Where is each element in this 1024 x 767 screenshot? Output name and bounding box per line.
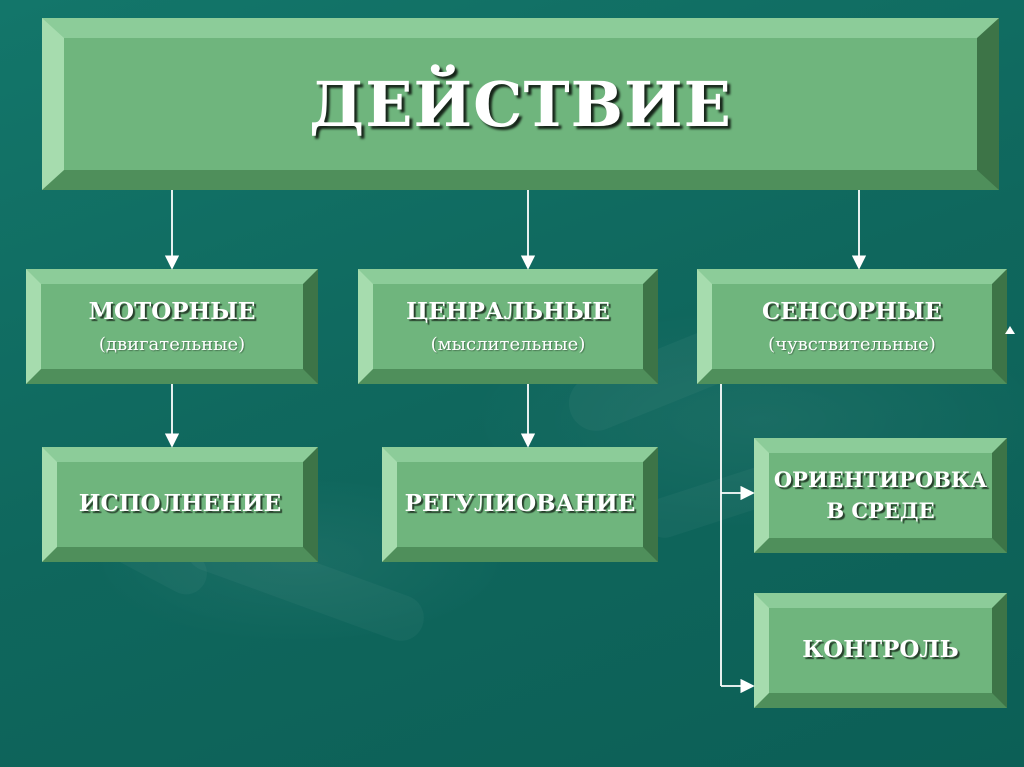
- motor-title: МОТОРНЫЕ: [88, 297, 256, 325]
- execution-label: ИСПОЛНЕНИЕ: [78, 490, 282, 518]
- regulation-box: РЕГУЛИОВАНИЕ: [382, 447, 658, 562]
- small-arrow-icon: [1005, 326, 1015, 334]
- title-box-inner: ДЕЙСТВИЕ: [64, 38, 977, 170]
- execution-box: ИСПОЛНЕНИЕ: [42, 447, 318, 562]
- execution-box-inner: ИСПОЛНЕНИЕ: [57, 462, 303, 547]
- regulation-box-inner: РЕГУЛИОВАНИЕ: [397, 462, 643, 547]
- motor-box: МОТОРНЫЕ (двигательные): [26, 269, 318, 384]
- sensory-title: СЕНСОРНЫЕ: [761, 297, 943, 325]
- central-subtitle: (мыслительные): [430, 334, 586, 356]
- sensory-subtitle: (чувствительные): [768, 334, 936, 356]
- central-title: ЦЕНРАЛЬНЫЕ: [406, 297, 610, 325]
- diagram-title: ДЕЙСТВИЕ: [309, 67, 732, 141]
- sensory-box-inner: СЕНСОРНЫЕ (чувствительные): [712, 284, 992, 369]
- sensory-box: СЕНСОРНЫЕ (чувствительные): [697, 269, 1007, 384]
- motor-subtitle: (двигательные): [98, 334, 246, 356]
- orientation-label: ОРИЕНТИРОВКА В СРЕДЕ: [769, 465, 992, 526]
- motor-box-inner: МОТОРНЫЕ (двигательные): [41, 284, 303, 369]
- regulation-label: РЕГУЛИОВАНИЕ: [404, 490, 636, 518]
- control-box: КОНТРОЛЬ: [754, 593, 1007, 708]
- control-label: КОНТРОЛЬ: [802, 636, 959, 664]
- central-box-inner: ЦЕНРАЛЬНЫЕ (мыслительные): [373, 284, 643, 369]
- orientation-box: ОРИЕНТИРОВКА В СРЕДЕ: [754, 438, 1007, 553]
- central-box: ЦЕНРАЛЬНЫЕ (мыслительные): [358, 269, 658, 384]
- orientation-line-2: В СРЕДЕ: [826, 497, 935, 523]
- orientation-line-1: ОРИЕНТИРОВКА: [773, 467, 988, 493]
- control-box-inner: КОНТРОЛЬ: [769, 608, 992, 693]
- orientation-box-inner: ОРИЕНТИРОВКА В СРЕДЕ: [769, 453, 992, 538]
- title-box: ДЕЙСТВИЕ: [42, 18, 999, 190]
